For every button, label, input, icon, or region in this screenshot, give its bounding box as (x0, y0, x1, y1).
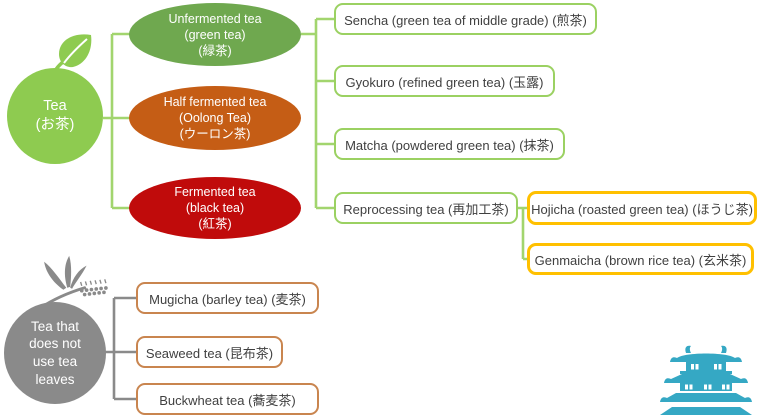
node-label: (ウーロン茶) (179, 127, 251, 141)
node-label: Genmaicha (brown rice tea) (玄米茶) (534, 252, 747, 268)
tea-tree-connectors (103, 17, 528, 261)
node-label: Mugicha (barley tea) (麦茶) (149, 291, 306, 307)
node-label: Unfermented tea (168, 11, 262, 26)
node-unfermented-tea: Unfermented tea (green tea) (緑茶) (129, 3, 301, 66)
node-half-fermented-tea: Half fermented tea (Oolong Tea) (ウーロン茶) (129, 86, 301, 150)
node-label: Fermented tea (174, 185, 256, 199)
node-label: (紅茶) (198, 217, 232, 231)
node-mugicha: Mugicha (barley tea) (麦茶) (136, 282, 319, 314)
node-label: (green tea) (184, 27, 246, 42)
non-leaf-tree-connectors (105, 296, 136, 401)
node-label: (お茶) (35, 117, 75, 133)
node-gyokuro: Gyokuro (refined green tea) (玉露) (334, 65, 555, 97)
node-label: leaves (35, 371, 75, 387)
node-label: does not (29, 336, 81, 352)
node-label: Matcha (powdered green tea) (抹茶) (345, 137, 554, 153)
node-label: (black tea) (185, 201, 245, 215)
node-label: Half fermented tea (163, 95, 267, 109)
node-label: Buckwheat tea (蕎麦茶) (159, 392, 296, 408)
node-tea-root: Tea (お茶) (7, 68, 103, 164)
node-reprocessing-tea: Reprocessing tea (再加工茶) (334, 192, 518, 224)
node-label: (Oolong Tea) (178, 111, 252, 125)
node-label: Tea that (30, 318, 80, 334)
node-label: Gyokuro (refined green tea) (玉露) (345, 74, 544, 90)
node-buckwheat-tea: Buckwheat tea (蕎麦茶) (136, 383, 319, 415)
node-label: Hojicha (roasted green tea) (ほうじ茶) (531, 201, 753, 217)
japanese-castle-icon (660, 345, 752, 415)
node-label: Tea (43, 98, 67, 115)
node-label: Sencha (green tea of middle grade) (煎茶) (344, 12, 587, 28)
node-seaweed-tea: Seaweed tea (昆布茶) (136, 336, 283, 368)
node-non-leaf-tea-root: Tea that does not use tea leaves (4, 302, 106, 404)
node-hojicha: Hojicha (roasted green tea) (ほうじ茶) (527, 191, 757, 225)
node-label: Reprocessing tea (再加工茶) (343, 201, 509, 217)
node-genmaicha: Genmaicha (brown rice tea) (玄米茶) (527, 243, 754, 275)
node-label: (緑茶) (198, 43, 232, 58)
node-fermented-tea: Fermented tea (black tea) (紅茶) (129, 177, 301, 239)
node-sencha: Sencha (green tea of middle grade) (煎茶) (334, 3, 597, 35)
node-matcha: Matcha (powdered green tea) (抹茶) (334, 128, 565, 160)
node-label: Seaweed tea (昆布茶) (145, 345, 274, 361)
node-label: use tea (32, 354, 78, 369)
